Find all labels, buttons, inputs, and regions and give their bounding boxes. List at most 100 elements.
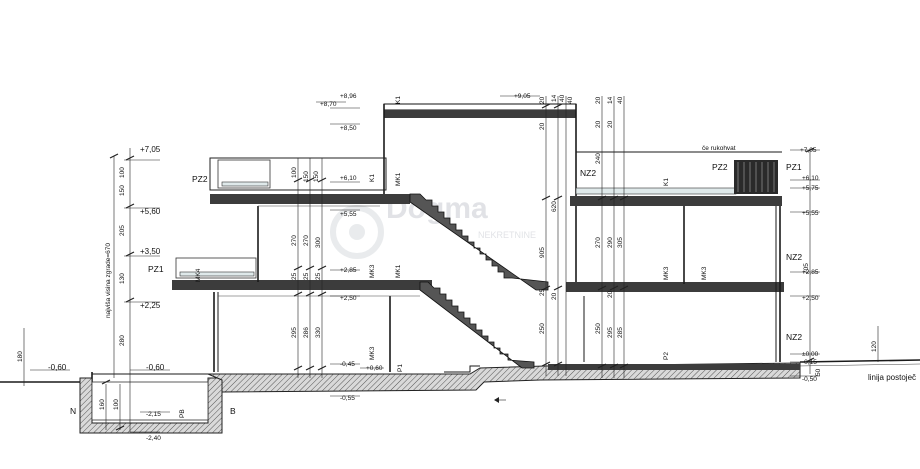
tag-pz2-right: PZ2	[712, 162, 728, 172]
dim-value: 905	[539, 247, 546, 258]
elevation-mark: +5,55	[802, 210, 819, 217]
dim-value: 330	[315, 327, 322, 338]
dim-value: 205	[119, 225, 126, 236]
dim-value: 270	[291, 235, 298, 246]
dim-value: 250	[539, 323, 546, 334]
elevation-mark: +8,96	[340, 93, 357, 100]
elevation-mark: +6,10	[340, 175, 357, 182]
dimension-values: 100 150 205 130 280 160 100 270 270 25 2…	[17, 94, 878, 410]
note-max-height: najviša visina zgrade=670	[105, 243, 112, 318]
tag-b: B	[230, 406, 236, 416]
elevation-marks-left: +7,05 +5,60 +3,50 +2,25 -0,60 -0,60	[48, 145, 165, 372]
tag-k1-mid: K1	[369, 174, 376, 182]
watermark-sub: NEKRETNINE	[478, 230, 536, 240]
dim-value: 25	[303, 272, 310, 280]
elevation-mark: +0,60	[366, 365, 383, 372]
dim-value: 130	[119, 273, 126, 284]
elevation-mark: +2,25	[140, 301, 161, 310]
tag-mk1-lower: MK1	[395, 264, 402, 278]
dim-value: 40	[559, 94, 566, 102]
dim-value: 40	[617, 96, 624, 104]
dim-value: 160	[99, 399, 106, 410]
dim-value: 100	[119, 167, 126, 178]
dim-value: 285	[617, 327, 624, 338]
dim-value: 240	[595, 153, 602, 164]
dim-value: 25	[315, 272, 322, 280]
dim-value: 150	[313, 171, 320, 182]
dim-value: 620	[551, 201, 558, 212]
elevation-mark: -2,15	[146, 411, 161, 418]
dim-value: 270	[303, 235, 310, 246]
elevation-marks-mid: +6,10 +5,55 +2,85 +2,50 -0,45 +0,60 -0,5…	[340, 175, 383, 402]
elevation-mark: -0,60	[146, 363, 165, 372]
tag-nz2-a: NZ2	[580, 168, 596, 178]
dimension-lines	[23, 95, 879, 433]
elevation-marks-top: +8,70 +8,96 +8,50 +9,05	[320, 93, 531, 132]
elevation-mark: +5,55	[340, 211, 357, 218]
elevation-mark: +7,05	[800, 147, 817, 154]
dim-value: 100	[113, 399, 120, 410]
elevation-mark: +8,50	[340, 125, 357, 132]
tag-pz1-left: PZ1	[148, 264, 164, 274]
dim-value: 120	[871, 341, 878, 352]
dim-value: 305	[617, 237, 624, 248]
tag-k1-right: K1	[663, 178, 670, 186]
elevation-marks-bottom: -2,15 -2,40	[146, 411, 161, 442]
dim-value: 14	[551, 94, 558, 102]
elevation-mark: +5,75	[802, 185, 819, 192]
note-linija: linija postoječ	[868, 373, 916, 382]
dim-value: 100	[291, 167, 298, 178]
element-tags: PZ2 PZ1 MK4 K1 K1 MK1 MK1 MK3 MK3 MK3 MK…	[70, 96, 916, 418]
tag-mk3-a: MK3	[369, 264, 376, 278]
elevation-mark: +5,60	[140, 207, 161, 216]
dim-value: 25	[291, 272, 298, 280]
dim-value: 20	[607, 290, 614, 298]
tag-mk4: MK4	[195, 268, 202, 282]
tag-pz2-left: PZ2	[192, 174, 208, 184]
dim-value: 20	[539, 96, 546, 104]
tag-pb: PB	[179, 409, 186, 418]
elevation-mark: +2,50	[802, 295, 819, 302]
tag-nz2-c: NZ2	[786, 332, 802, 342]
elevation-mark: +9,05	[514, 93, 531, 100]
staircase	[409, 193, 549, 373]
dim-value: 20	[551, 292, 558, 300]
elevation-mark: +6,10	[802, 175, 819, 182]
dim-value: 180	[17, 351, 24, 362]
elevation-mark: -0,55	[340, 395, 355, 402]
elevation-mark: -0,50	[802, 376, 817, 383]
dim-value: 295	[291, 327, 298, 338]
dim-value: 14	[607, 96, 614, 104]
dim-value: 40	[567, 96, 574, 104]
elevation-mark: -0,60	[48, 363, 67, 372]
dim-value: 20	[595, 96, 602, 104]
dim-value: 290	[607, 237, 614, 248]
elevation-mark: +2,50	[340, 295, 357, 302]
tag-n: N	[70, 406, 76, 416]
dim-value: 50	[815, 368, 822, 376]
dim-value: 270	[595, 237, 602, 248]
tag-pz1-right: PZ1	[786, 162, 802, 172]
tag-mk3-c: MK3	[663, 266, 670, 280]
tag-mk3-b: MK3	[369, 346, 376, 360]
dim-value: 150	[303, 171, 310, 182]
dim-value: 25	[539, 288, 546, 296]
note-rukohvat: če rukohvat	[702, 145, 736, 152]
elevation-mark: -0,15	[802, 359, 817, 366]
tag-mk3-d: MK3	[701, 266, 708, 280]
dim-value: 705	[803, 263, 810, 274]
ground-lines	[0, 359, 920, 383]
dim-value: 250	[595, 323, 602, 334]
elevation-mark: +7,05	[140, 145, 161, 154]
elevation-mark: +3,50	[140, 247, 161, 256]
elevation-mark: -2,40	[146, 435, 161, 442]
dim-value: 280	[119, 335, 126, 346]
elevation-mark: ±0,00	[802, 351, 819, 358]
elevation-marks-right: +7,05 +6,10 +5,75 +5,55 +2,85 +2,50 ±0,0…	[800, 147, 819, 383]
elevation-mark: +2,85	[340, 267, 357, 274]
tag-nz2-b: NZ2	[786, 252, 802, 262]
tag-mk1-upper: MK1	[395, 172, 402, 186]
dim-value: 286	[303, 327, 310, 338]
dim-value: 20	[539, 122, 546, 130]
